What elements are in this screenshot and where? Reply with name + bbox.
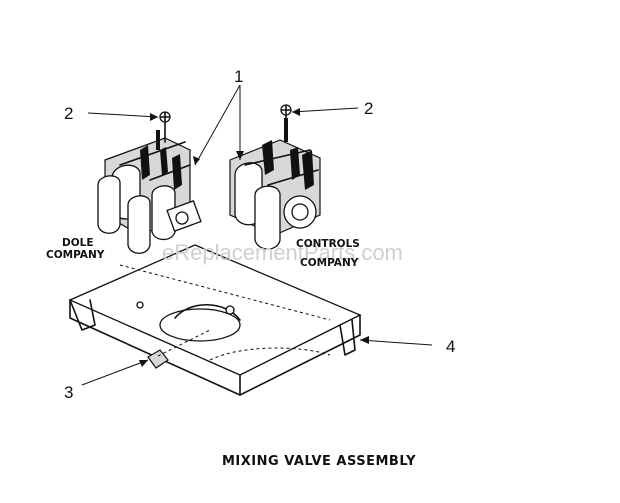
clip-part xyxy=(147,329,211,369)
left-valve-maker-line2: COMPANY xyxy=(46,249,105,261)
screw-right xyxy=(280,104,292,131)
screw-left xyxy=(159,111,171,143)
leader-lines xyxy=(81,84,433,386)
right-valve-maker-line2: COMPANY xyxy=(300,257,359,269)
mounting-bracket xyxy=(68,244,362,396)
callout-1: 1 xyxy=(234,67,243,86)
callout-2-left: 2 xyxy=(64,104,73,123)
left-mixing-valve xyxy=(97,130,202,254)
left-valve-maker-line1: DOLE xyxy=(62,237,94,249)
right-mixing-valve xyxy=(229,118,321,250)
callout-4: 4 xyxy=(446,337,455,356)
diagram-caption: MIXING VALVE ASSEMBLY xyxy=(222,454,416,469)
callout-3: 3 xyxy=(64,383,73,402)
callout-2-right: 2 xyxy=(364,99,373,118)
right-valve-maker-line1: CONTROLS xyxy=(296,238,360,250)
watermark-text: eReplacementParts.com xyxy=(162,240,403,265)
